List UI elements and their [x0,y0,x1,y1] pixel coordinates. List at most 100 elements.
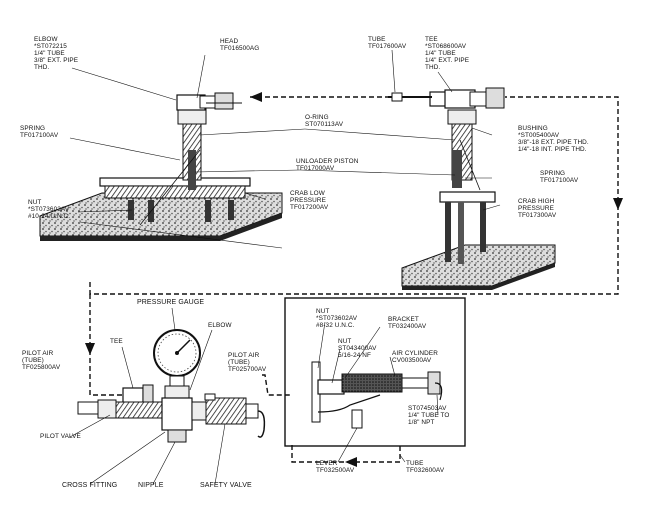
gauge-valve-assembly [77,329,266,443]
tube-top-title: TUBE [368,36,386,43]
oring-title: O-RING [305,114,329,121]
nut-box1-spec: #8-32 U.N.C. [316,322,355,329]
tee-bottom-title: TEE [110,338,123,345]
bracket-part: TF032400AV [388,323,427,330]
leader-lines [69,49,501,485]
label-tee-top: TEE *ST068600AV 1/4" TUBE 1/4" EXT. PIPE… [425,36,469,71]
label-elbow-top: ELBOW *ST072215 1/4" TUBE 3/8" EXT. PIPE… [34,36,78,71]
label-elbow-bottom: ELBOW [208,322,232,329]
label-nut-left: NUT *ST073603AV #10-24 U.N.C. [28,199,70,220]
tee-top-title: TEE [425,36,438,43]
bracket-title: BRACKET [388,316,419,323]
spring-right-title: SPRING [540,170,566,177]
label-spring-right: SPRING TF017100AV [540,170,578,184]
flow-arrow-right [613,198,623,210]
pilot-air-mid-title: PILOT AIR [228,352,260,359]
elbow-box-spec1: 1/4" TUBE TO [408,412,450,419]
label-cross-fitting: CROSS FITTING [62,482,117,490]
nut-left-spec: #10-24 U.N.C. [28,213,71,220]
label-tube-top: TUBE TF017600AV [368,36,406,50]
bushing-spec2: 1/4"-18 INT. PIPE THD. [518,146,587,153]
label-spring-left: SPRING TF017100AV [20,125,58,139]
label-pilot-air-left: PILOT AIR (TUBE) TF025800AV [22,350,60,371]
crab-low-line2: PRESSURE [290,197,326,204]
elbow-top-spec2: 3/8" EXT. PIPE [34,57,79,64]
label-nipple: NIPPLE [138,482,164,490]
label-crab-high: CRAB HIGH PRESSURE TF017300AV [518,198,556,219]
cross-fitting-title: CROSS FITTING [62,482,118,489]
bushing-part: *ST005400AV [518,132,560,139]
crab-low-title: CRAB LOW [290,190,325,197]
nut-box1-title: NUT [316,308,330,315]
air-cylinder-title: AIR CYLINDER [392,350,438,357]
label-pilot-air-mid: PILOT AIR (TUBE) TF025700AV [228,352,266,373]
tube-top-part: TF017600AV [368,43,407,50]
crab-high-part: TF017300AV [518,212,557,219]
pilot-air-mid-line2: (TUBE) [228,359,250,366]
elbow-box-part: ST074503AV [408,405,447,412]
unloader-title: UNLOADER PISTON [296,158,359,165]
nut-box2-title: NUT [338,338,352,345]
elbow-top-part: *ST072215 [34,43,67,50]
elbow-bottom-title: ELBOW [208,322,232,329]
elbow-box-spec2: 1/8" NPT [408,419,435,426]
label-nut-box1: NUT *ST073602AV #8-32 U.N.C. [316,308,357,329]
label-bushing: BUSHING *ST005400AV 3/8"-18 EXT. PIPE TH… [518,125,589,153]
lever-part: TF032500AV [316,467,355,474]
label-nut-box2: NUT ST043400AV 5/16-24 NF [338,338,377,359]
crab-high-line2: PRESSURE [518,205,554,212]
label-unloader-piston: UNLOADER PISTON TF017000AV [296,158,358,172]
safety-valve-title: SAFETY VALVE [200,482,252,489]
oring-part: ST070113AV [305,121,344,128]
label-lever: LEVER TF032500AV [316,460,354,474]
tube-bottom-title: TUBE [406,460,424,467]
nipple-title: NIPPLE [138,482,164,489]
spring-right-part: TF017100AV [540,177,579,184]
pilot-air-left-part: TF025800AV [22,364,61,371]
bushing-spec1: 3/8"-18 EXT. PIPE THD. [518,139,589,146]
label-crab-low: CRAB LOW PRESSURE TF017200AV [290,190,328,211]
low-pressure-assembly [39,92,283,241]
pilot-air-dashed-line [89,96,619,463]
pilot-air-left-title: PILOT AIR [22,350,54,357]
tee-top-spec1: 1/4" TUBE [425,50,456,57]
label-tube-bottom: TUBE TF032600AV [406,460,444,474]
pilot-air-left-line2: (TUBE) [22,357,44,364]
crab-high-title: CRAB HIGH [518,198,555,205]
tee-top-part: *ST068600AV [425,43,467,50]
label-oring: O-RING ST070113AV [305,114,343,128]
high-pressure-assembly [388,87,556,290]
inset-frame [284,297,466,447]
nut-left-part: *ST073603AV [28,206,70,213]
label-safety-valve: SAFETY VALVE [200,482,252,490]
elbow-top-title: ELBOW [34,36,58,43]
unloader-part: TF017000AV [296,165,335,172]
pressure-gauge-title: PRESSURE GAUGE [137,299,205,306]
tee-top-spec2: 1/4" EXT. PIPE [425,57,470,64]
air-cylinder-part: CV003500AV [392,357,432,364]
label-bracket: BRACKET TF032400AV [388,316,426,330]
nut-left-title: NUT [28,199,42,206]
label-pilot-valve: PILOT VALVE [40,433,81,440]
elbow-top-spec3: THD. [34,64,50,71]
label-elbow-box: ST074503AV 1/4" TUBE TO 1/8" NPT [408,405,449,426]
label-air-cylinder: AIR CYLINDER CV003500AV [392,350,438,364]
flow-arrow-top [250,92,262,102]
label-tee-bottom: TEE [110,338,123,345]
pilot-air-mid-part: TF025700AV [228,366,267,373]
tube-bottom-part: TF032600AV [406,467,445,474]
lever-title: LEVER [316,460,338,467]
nut-box2-spec: 5/16-24 NF [338,352,371,359]
flow-arrow-left-down [85,343,95,355]
nut-box1-part: *ST073602AV [316,315,358,322]
bushing-title: BUSHING [518,125,548,132]
air-cylinder-assembly [284,297,466,447]
spring-left-title: SPRING [20,125,46,132]
pilot-valve-title: PILOT VALVE [40,433,81,440]
label-pressure-gauge: PRESSURE GAUGE [137,299,204,307]
head-title: HEAD [220,38,239,45]
label-head: HEAD TF016500AG [220,38,259,52]
spring-left-part: TF017100AV [20,132,59,139]
crab-low-part: TF017200AV [290,204,329,211]
